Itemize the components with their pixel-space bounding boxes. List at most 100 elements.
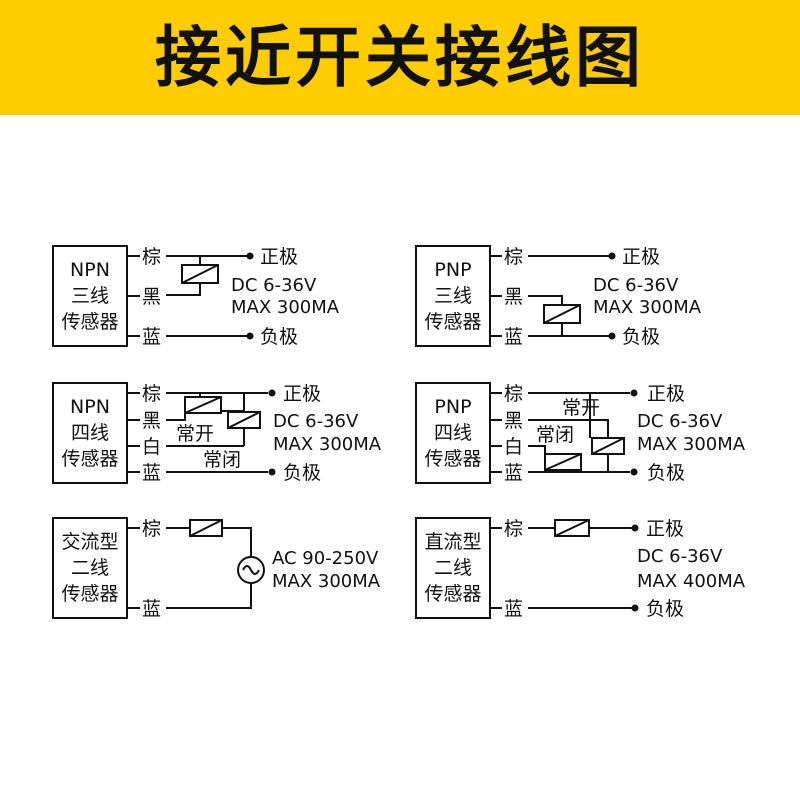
ac-two-wire-diagram: 交流型 二线 传感器 棕 蓝 AC 90-250V MAX 300MA (52, 517, 381, 620)
sensor-type-label: PNP (434, 396, 471, 418)
sensor-label: 传感器 (61, 448, 118, 470)
normally-open-label: 常开 (176, 423, 214, 445)
normally-open-label: 常开 (562, 397, 600, 419)
normally-closed-label: 常闭 (203, 449, 241, 471)
positive-label: 正极 (260, 246, 298, 268)
sensor-label: 传感器 (61, 583, 118, 605)
sensor-type-label: PNP (434, 259, 471, 281)
wire-label-brown: 棕 (142, 383, 161, 405)
npn-four-wire-diagram: NPN 四线 传感器 棕 黑 白 蓝 常开 常闭 正极 负极 DC 6-36V … (52, 382, 382, 484)
sine-wave-icon (242, 565, 260, 575)
terminal-dot (268, 389, 276, 397)
relay-normally-closed (227, 411, 261, 429)
wire-count-label: 二线 (434, 557, 472, 579)
wire-label-brown: 棕 (504, 383, 523, 405)
wire-label-brown: 棕 (504, 246, 523, 268)
load-relay (189, 519, 223, 537)
relay-slash (189, 519, 223, 537)
pnp-three-wire-diagram: PNP 三线 传感器 棕 黑 蓝 正极 负极 DC 6-36V MAX 300M… (415, 245, 702, 348)
pnp-four-wire-diagram: PNP 四线 传感器 棕 黑 白 蓝 常开 常闭 正极 负极 DC 6-36V … (415, 382, 746, 484)
sensor-label: 传感器 (424, 311, 481, 333)
wire-label-brown: 棕 (142, 246, 161, 268)
load-relay (181, 264, 219, 284)
circuit-wires (166, 255, 247, 337)
terminal-dot (608, 252, 616, 260)
circuit-wires (528, 527, 632, 609)
relay-slash (554, 519, 590, 537)
wire-label-blue: 蓝 (504, 598, 523, 620)
relay-slash (227, 411, 261, 429)
voltage-spec: DC 6-36V (637, 546, 723, 567)
current-spec: MAX 300MA (593, 297, 702, 318)
wire-label-black: 黑 (142, 286, 161, 308)
wire-label-black: 黑 (142, 410, 161, 432)
sensor-box (415, 382, 491, 484)
negative-label: 负极 (283, 462, 321, 484)
wire-label-brown: 棕 (142, 518, 161, 540)
negative-label: 负极 (646, 598, 684, 620)
voltage-spec: DC 6-36V (637, 411, 723, 432)
terminal-dot (630, 468, 638, 476)
wire-count-label: 三线 (71, 285, 109, 307)
relay-normally-open (184, 396, 222, 414)
npn-three-wire-diagram: NPN 三线 传感器 棕 黑 蓝 正极 负极 DC 6-36V MAX 300M… (52, 245, 340, 348)
load-relay (554, 519, 590, 537)
sensor-box (52, 517, 128, 619)
sensor-label: 传感器 (424, 583, 481, 605)
sensor-type-label: NPN (70, 259, 110, 281)
relay-normally-closed (544, 453, 582, 471)
page-title: 接近开关接线图 (155, 19, 645, 96)
terminal-dot (246, 332, 254, 340)
sensor-label: 传感器 (424, 448, 481, 470)
wire-label-white: 白 (504, 436, 523, 458)
wire-count-label: 四线 (434, 422, 472, 444)
wire-label-black: 黑 (504, 286, 523, 308)
relay-slash (543, 304, 581, 324)
sensor-label: 传感器 (61, 311, 118, 333)
positive-label: 正极 (647, 383, 685, 405)
wire-count-label: 二线 (71, 557, 109, 579)
voltage-spec: DC 6-36V (273, 411, 359, 432)
sensor-box (415, 517, 491, 619)
sensor-type-label: 交流型 (61, 531, 118, 553)
negative-label: 负极 (647, 462, 685, 484)
negative-label: 负极 (260, 326, 298, 348)
terminal-dot (631, 524, 639, 532)
relay-normally-open (591, 437, 625, 455)
wire-label-blue: 蓝 (504, 326, 523, 348)
voltage-spec: AC 90-250V (272, 548, 379, 569)
title-banner: 接近开关接线图 (0, 0, 800, 115)
dc-two-wire-diagram: 直流型 二线 传感器 棕 蓝 正极 负极 DC 6-36V MAX 400MA (415, 517, 746, 620)
normally-closed-label: 常闭 (536, 424, 574, 446)
positive-label: 正极 (646, 518, 684, 540)
wire-label-brown: 棕 (504, 518, 523, 540)
circuit-wires (166, 527, 252, 609)
negative-label: 负极 (622, 326, 660, 348)
wire-label-white: 白 (142, 436, 161, 458)
relay-slash (181, 264, 219, 284)
circuit-wires (528, 255, 609, 337)
load-relay (543, 304, 581, 324)
terminal-dot (608, 332, 616, 340)
relay-slash (544, 453, 582, 471)
sensor-box (52, 382, 128, 484)
terminal-dot (630, 389, 638, 397)
terminal-dot (268, 468, 276, 476)
current-spec: MAX 300MA (637, 434, 746, 455)
terminal-dot (631, 604, 639, 612)
relay-slash (184, 396, 222, 414)
sensor-type-label: NPN (70, 396, 110, 418)
current-spec: MAX 300MA (273, 434, 382, 455)
wire-label-blue: 蓝 (142, 326, 161, 348)
relay-slash (591, 437, 625, 455)
voltage-spec: DC 6-36V (231, 275, 317, 296)
current-spec: MAX 300MA (272, 571, 381, 592)
sensor-box (52, 245, 128, 347)
wire-count-label: 三线 (434, 285, 472, 307)
wire-label-black: 黑 (504, 410, 523, 432)
wire-count-label: 四线 (71, 422, 109, 444)
positive-label: 正极 (283, 383, 321, 405)
wire-label-blue: 蓝 (142, 598, 161, 620)
voltage-spec: DC 6-36V (593, 275, 679, 296)
